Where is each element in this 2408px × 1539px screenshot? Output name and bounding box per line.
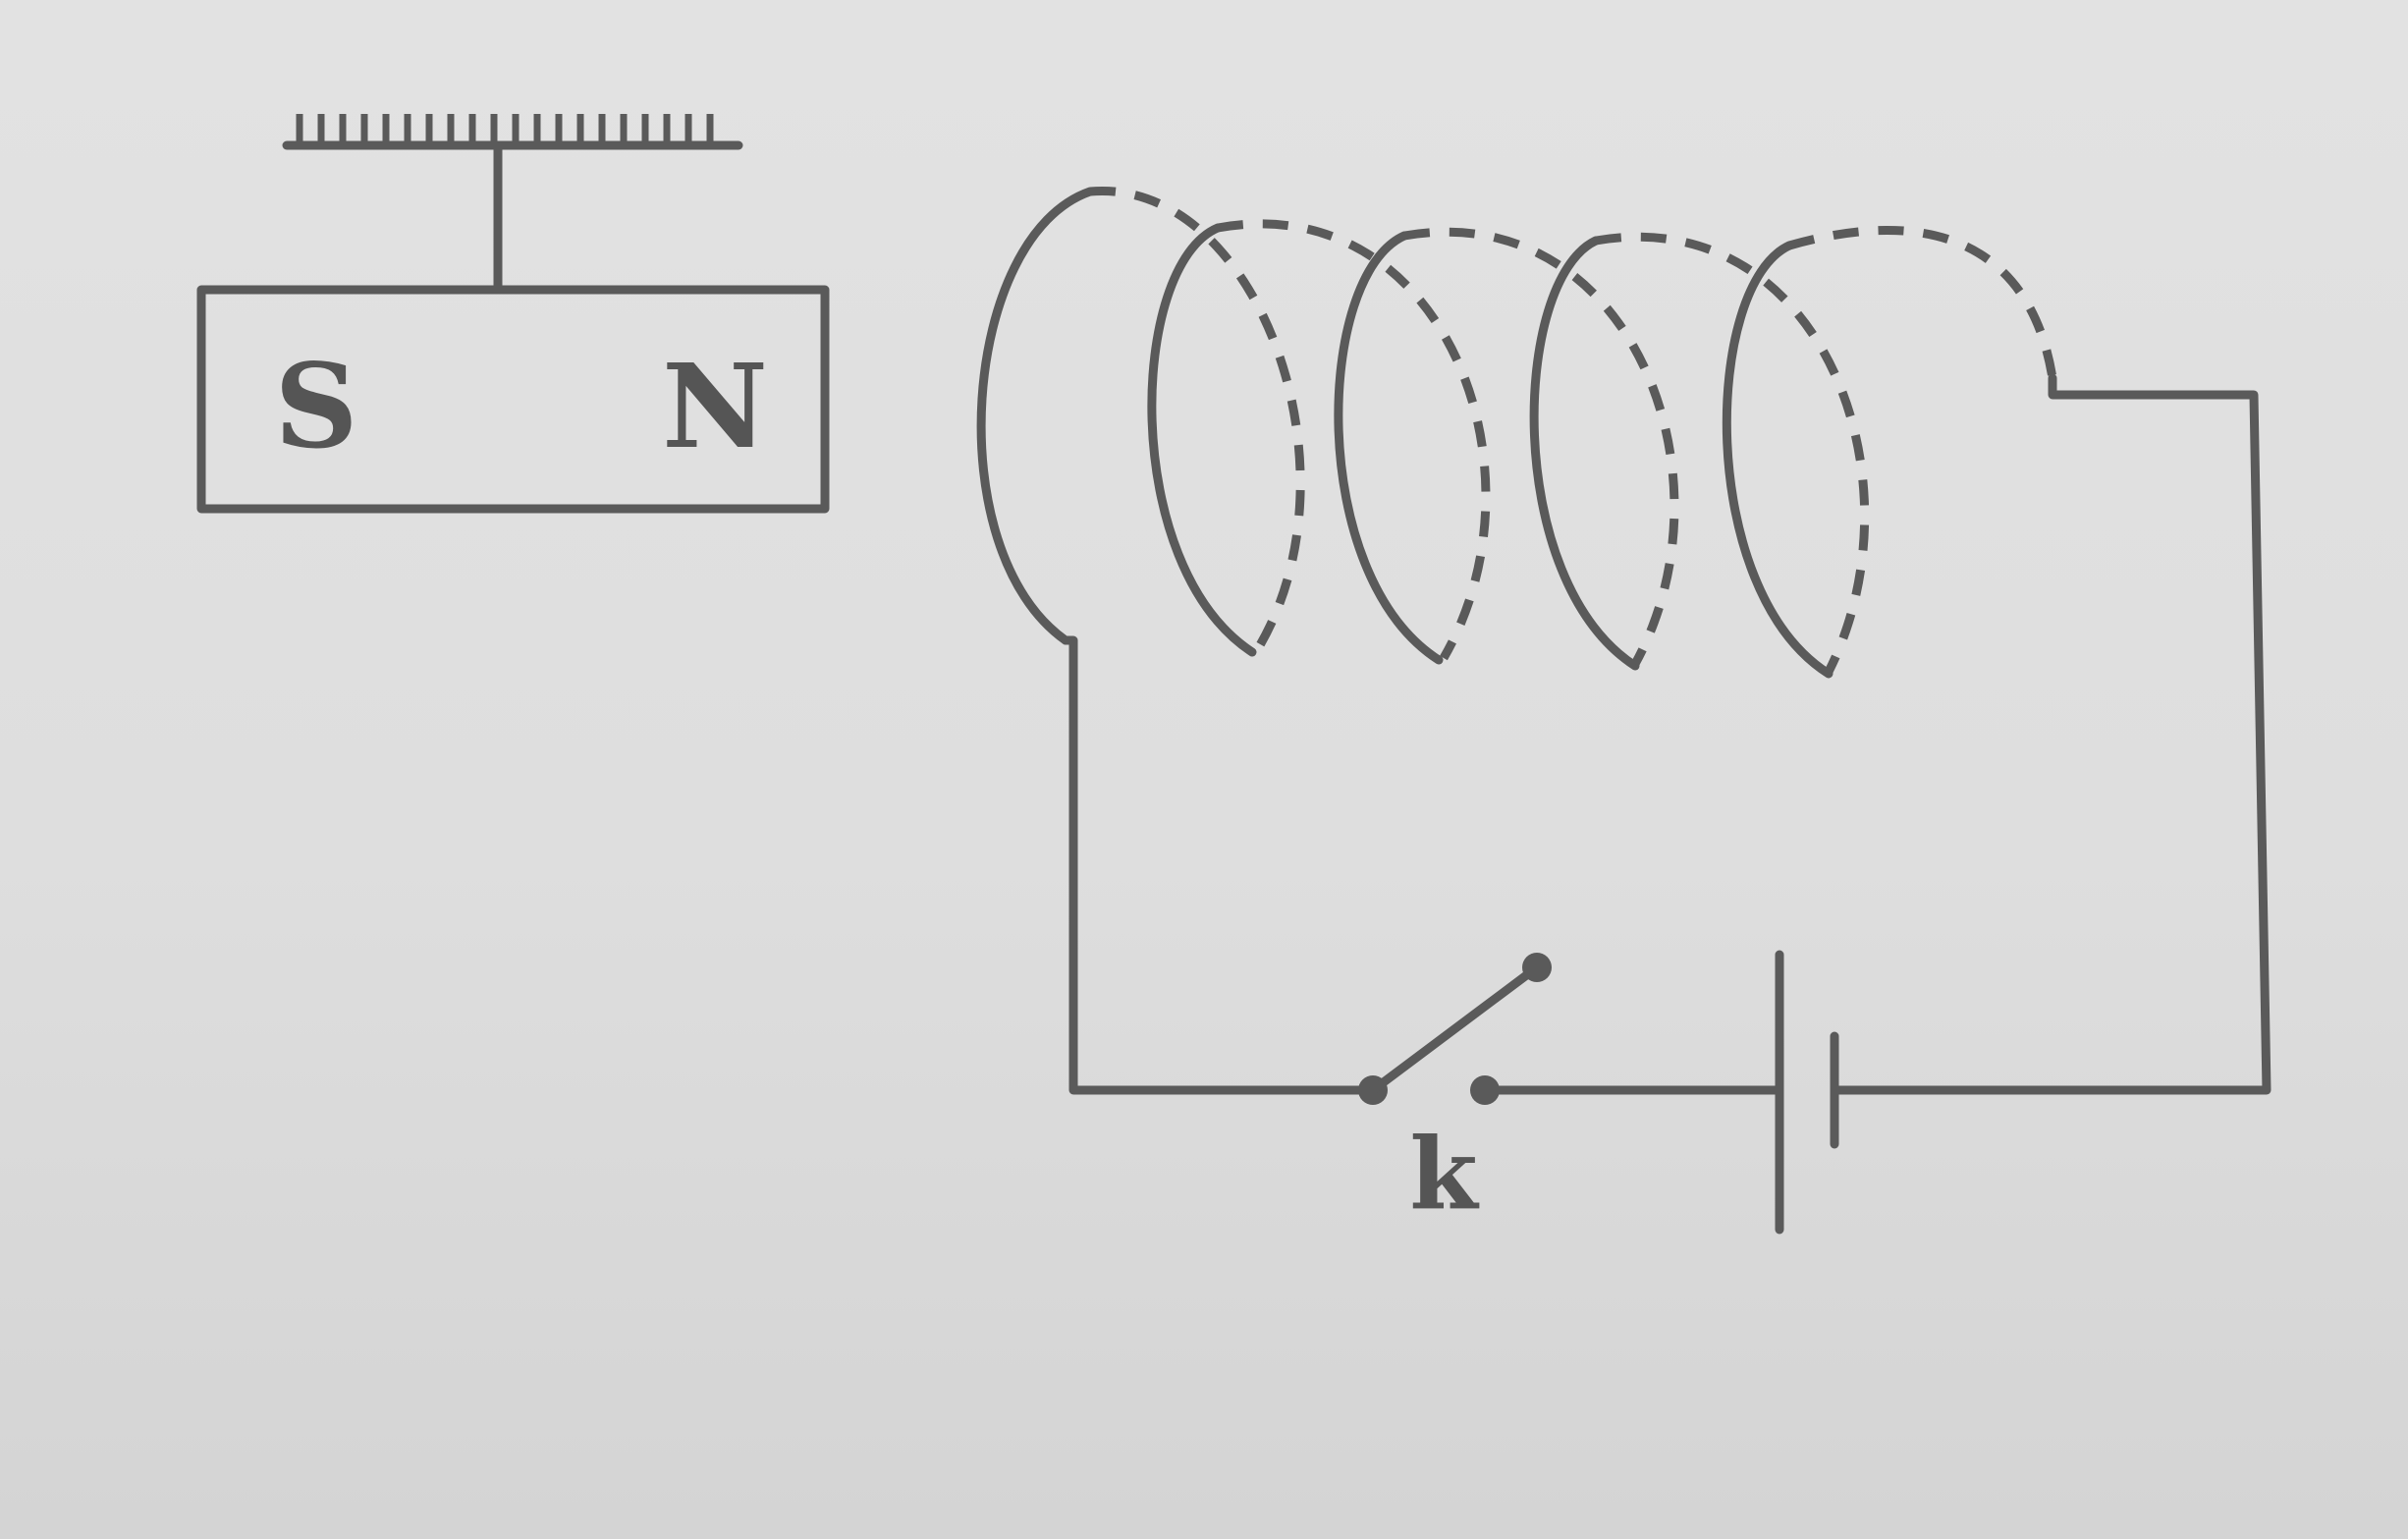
magnet-body [196,285,830,514]
coil-front-turn-1 [976,187,1095,645]
battery [1775,950,1851,1235]
coil-back-turn-3 [1403,227,1679,667]
ceiling-support [282,114,743,150]
switch-lever [1368,962,1542,1095]
ceiling-hatching [296,114,714,145]
coil-back-turn-1 [1089,187,1305,653]
wire-right [1841,373,2271,1095]
switch-contact-terminal [1470,1075,1500,1105]
north-pole-label: N [662,338,768,474]
coil-back-turn-4 [1595,232,1870,675]
bar-magnet: S N [196,285,830,514]
switch: k [1358,953,1552,1232]
solenoid-coil [976,187,2057,679]
coil-front-turn-3 [1334,231,1444,665]
switch-label: k [1409,1116,1479,1232]
coil-back-turn-2 [1217,219,1491,661]
coil-front-turn-2 [1147,223,1257,657]
coil-back-turn-5 [1787,226,2057,379]
switch-lever-tip [1522,953,1552,982]
coil-front-turn-4 [1529,236,1640,671]
wire-left [1061,635,1378,1095]
south-pole-label: S [274,338,357,474]
circuit-wires [1061,373,2271,1095]
coil-front-turn-5 [1722,241,1833,679]
